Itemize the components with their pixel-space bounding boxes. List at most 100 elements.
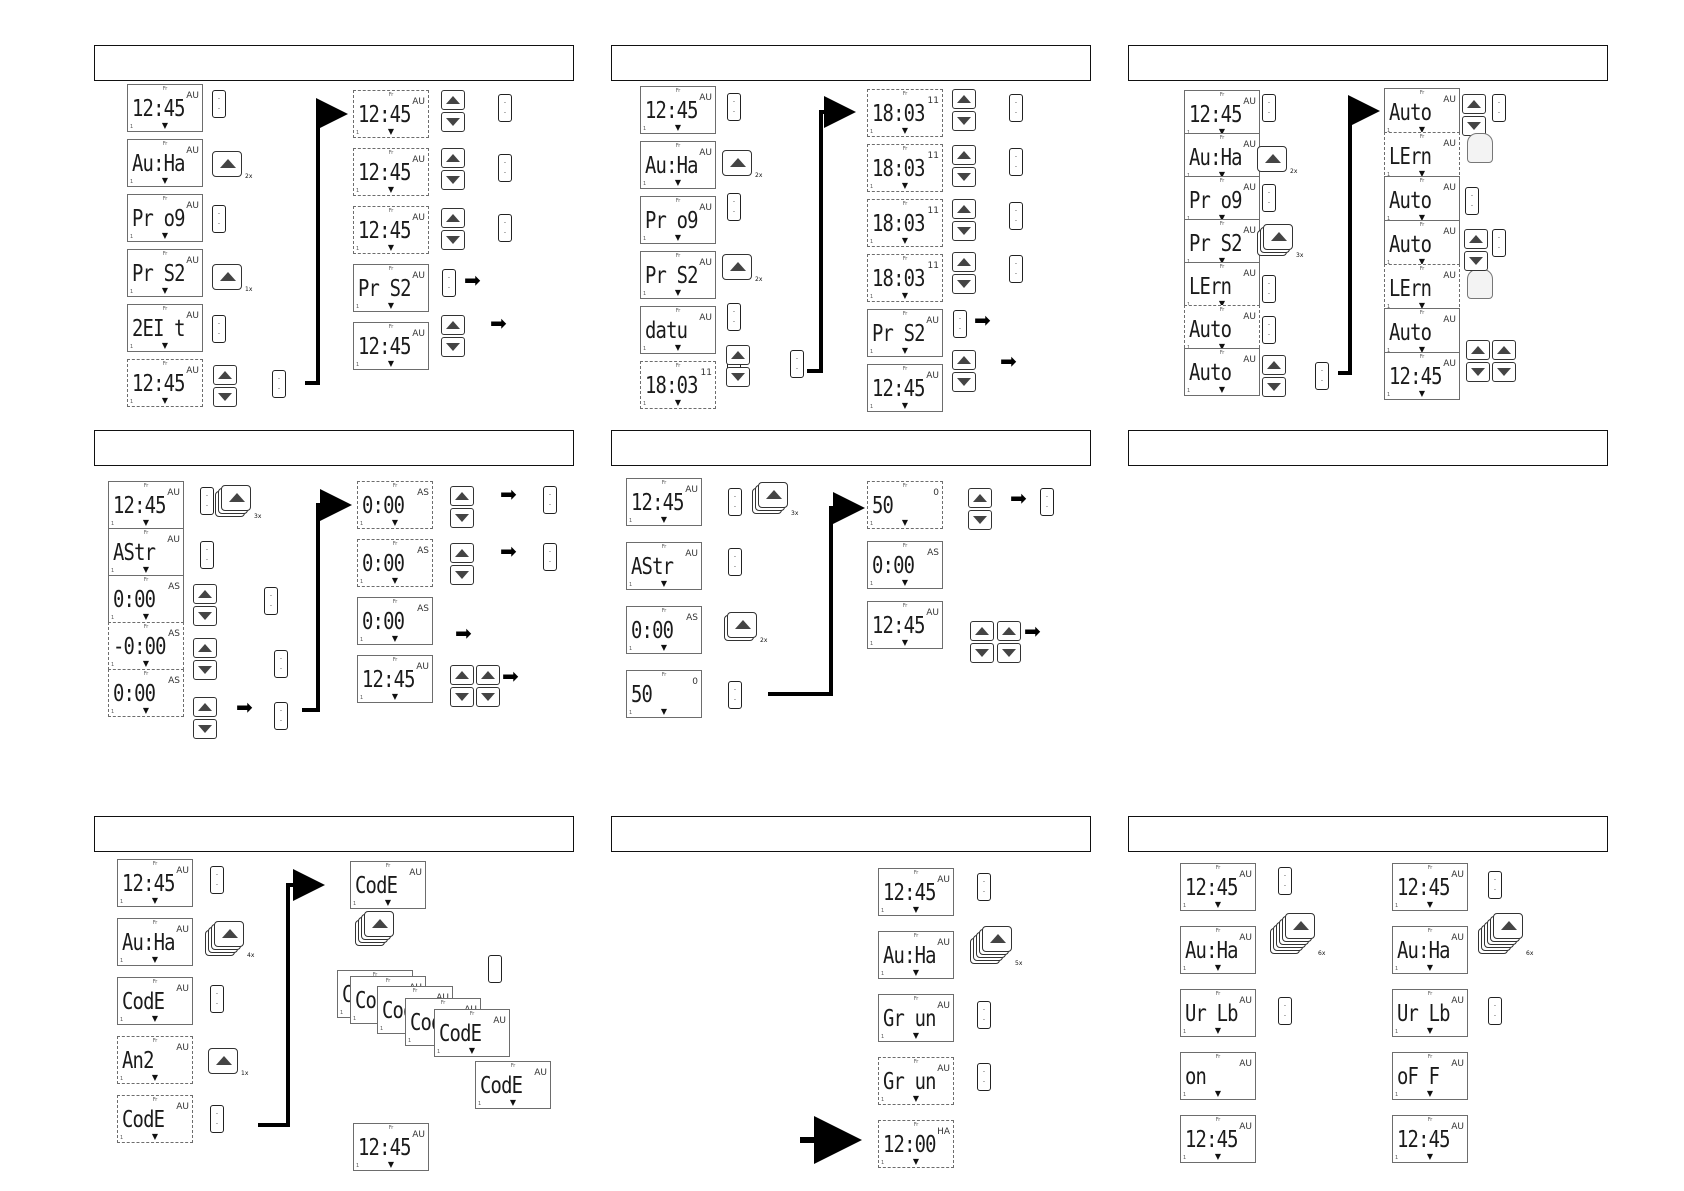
p3-set-key-r4[interactable]: ·· bbox=[1492, 229, 1506, 257]
p8-set-key-2[interactable]: ·· bbox=[977, 1001, 991, 1029]
p3-set-key-3[interactable]: ·· bbox=[1262, 275, 1276, 303]
p1-r1-down-button[interactable] bbox=[441, 112, 465, 132]
p4-set-key-4[interactable]: ·· bbox=[274, 650, 288, 678]
p4-up-stack-1[interactable]: 3x bbox=[215, 483, 261, 520]
p3-set-key-5[interactable]: ·· bbox=[1315, 362, 1329, 390]
p2-set-key-7[interactable]: ·· bbox=[1009, 148, 1023, 176]
p2-r6-up-button[interactable] bbox=[952, 350, 976, 370]
p4-left-a-up-button[interactable] bbox=[193, 584, 217, 604]
p5-r3b-down-button[interactable] bbox=[997, 643, 1021, 663]
p9-set-key-3[interactable]: ·· bbox=[1488, 871, 1502, 899]
p9-set-key-4[interactable]: ·· bbox=[1488, 997, 1502, 1025]
p7-set-key-3[interactable]: ·· bbox=[210, 1105, 224, 1133]
p2-set-key-final[interactable]: ·· bbox=[953, 310, 967, 338]
p5-r1-up-button[interactable] bbox=[968, 488, 992, 508]
p1-r3-up-button[interactable] bbox=[441, 208, 465, 228]
p1-set-key-7[interactable]: ·· bbox=[498, 214, 512, 242]
p2-set-key-5[interactable]: ·· bbox=[790, 350, 804, 378]
p3-set-key-r1[interactable]: ·· bbox=[1492, 94, 1506, 122]
p2-r2-down-button[interactable] bbox=[952, 167, 976, 187]
p3-set-key-4[interactable]: ·· bbox=[1262, 316, 1276, 344]
p3-r6b-down-button[interactable] bbox=[1492, 362, 1516, 382]
p4-set-key-7[interactable]: ·· bbox=[543, 543, 557, 571]
p4-set-key-6[interactable]: ·· bbox=[543, 486, 557, 514]
p1-r3-down-button[interactable] bbox=[441, 230, 465, 250]
p2-r3-up-button[interactable] bbox=[952, 199, 976, 219]
p1-set-key-2[interactable]: ·· bbox=[212, 205, 226, 233]
p8-set-key-3[interactable]: ·· bbox=[977, 1063, 991, 1091]
p9-set-key-2[interactable]: ·· bbox=[1278, 997, 1292, 1025]
p5-r3-down-button[interactable] bbox=[970, 643, 994, 663]
p9-up-stack-1[interactable]: 6x bbox=[1270, 913, 1325, 957]
p4-r2-down-button[interactable] bbox=[450, 565, 474, 585]
p3-r6-down-button[interactable] bbox=[1466, 362, 1490, 382]
p2-set-key-6[interactable]: ·· bbox=[1009, 94, 1023, 122]
p2-left-up-button[interactable] bbox=[726, 345, 750, 365]
p7-up-stack-2[interactable]: 1x bbox=[208, 1040, 248, 1077]
p5-set-key-4[interactable]: ·· bbox=[1040, 488, 1054, 516]
p2-r1-up-button[interactable] bbox=[952, 89, 976, 109]
p4-r4b-down-button[interactable] bbox=[476, 687, 500, 707]
p5-up-stack-2[interactable]: 2x bbox=[724, 607, 767, 644]
p4-left-c-down-button[interactable] bbox=[193, 719, 217, 739]
p4-left-b-up-button[interactable] bbox=[193, 638, 217, 658]
p2-r2-up-button[interactable] bbox=[952, 145, 976, 165]
p8-set-key-1[interactable]: ·· bbox=[977, 873, 991, 901]
p5-set-key-3[interactable]: ·· bbox=[728, 681, 742, 709]
p2-up-stack-1[interactable]: 2x bbox=[722, 142, 762, 179]
p4-r2-up-button[interactable] bbox=[450, 543, 474, 563]
p1-r5-down-button[interactable] bbox=[441, 337, 465, 357]
p3-r1-up-button[interactable] bbox=[1462, 94, 1486, 114]
p3-up-stack-1[interactable]: 2x bbox=[1257, 138, 1297, 175]
p4-left-a-down-button[interactable] bbox=[193, 606, 217, 626]
p1-up-stack-2[interactable]: 1x bbox=[212, 256, 252, 293]
p7-up-stack-1[interactable]: 4x bbox=[205, 921, 254, 959]
p3-r6b-up-button[interactable] bbox=[1492, 340, 1516, 360]
p4-set-key-2[interactable]: ·· bbox=[200, 541, 214, 569]
p4-set-key-5[interactable]: ·· bbox=[274, 702, 288, 730]
p7-set-key-blank[interactable] bbox=[488, 955, 502, 983]
p3-r4-up-button[interactable] bbox=[1464, 229, 1488, 249]
p7-set-key-2[interactable]: ·· bbox=[210, 985, 224, 1013]
p3-left-down-button[interactable] bbox=[1262, 377, 1286, 397]
p3-r6-up-button[interactable] bbox=[1466, 340, 1490, 360]
p7-up-stack-3[interactable] bbox=[355, 911, 394, 946]
p4-left-c-up-button[interactable] bbox=[193, 697, 217, 717]
p2-up-stack-2[interactable]: 2x bbox=[722, 246, 762, 283]
p4-r4-up-button[interactable] bbox=[450, 665, 474, 685]
p7-set-key-1[interactable]: ·· bbox=[210, 866, 224, 894]
p1-r2-down-button[interactable] bbox=[441, 170, 465, 190]
p1-r2-up-button[interactable] bbox=[441, 148, 465, 168]
p1-r1-up-button[interactable] bbox=[441, 90, 465, 110]
p9-set-key-1[interactable]: ·· bbox=[1278, 867, 1292, 895]
p4-r4b-up-button[interactable] bbox=[476, 665, 500, 685]
p2-set-key-1[interactable]: ·· bbox=[727, 93, 741, 121]
p3-up-stack-2[interactable]: 3x bbox=[1257, 222, 1303, 259]
p4-left-b-down-button[interactable] bbox=[193, 660, 217, 680]
p2-r3-down-button[interactable] bbox=[952, 221, 976, 241]
p3-set-key-r3[interactable]: ·· bbox=[1465, 187, 1479, 215]
p1-set-key-1[interactable]: ·· bbox=[212, 90, 226, 118]
p4-r4-down-button[interactable] bbox=[450, 687, 474, 707]
p2-r6-down-button[interactable] bbox=[952, 372, 976, 392]
p1-left-up-button[interactable] bbox=[213, 365, 237, 385]
p1-left-down-button[interactable] bbox=[213, 387, 237, 407]
p3-left-up-button[interactable] bbox=[1262, 355, 1286, 375]
p9-up-stack-2[interactable]: 6x bbox=[1478, 913, 1533, 957]
p3-r4-down-button[interactable] bbox=[1464, 251, 1488, 271]
p2-set-key-2[interactable]: ·· bbox=[727, 193, 741, 221]
p2-set-key-8[interactable]: ·· bbox=[1009, 202, 1023, 230]
p1-set-key-4[interactable]: ·· bbox=[272, 370, 286, 398]
p2-set-key-3[interactable]: ·· bbox=[727, 303, 741, 331]
p1-set-key-3[interactable]: ·· bbox=[212, 315, 226, 343]
p5-r3-up-button[interactable] bbox=[970, 621, 994, 641]
p8-up-stack-1[interactable]: 5x bbox=[970, 926, 1022, 967]
p4-set-key-1[interactable]: ·· bbox=[200, 487, 214, 515]
p5-r1-down-button[interactable] bbox=[968, 510, 992, 530]
p2-r4-up-button[interactable] bbox=[952, 252, 976, 272]
p5-set-key-2[interactable]: ·· bbox=[728, 548, 742, 576]
p4-r1-down-button[interactable] bbox=[450, 508, 474, 528]
p1-set-key-6[interactable]: ·· bbox=[498, 154, 512, 182]
p1-up-stack-1[interactable]: 2x bbox=[212, 143, 252, 180]
p3-set-key-1[interactable]: ·· bbox=[1262, 94, 1276, 122]
